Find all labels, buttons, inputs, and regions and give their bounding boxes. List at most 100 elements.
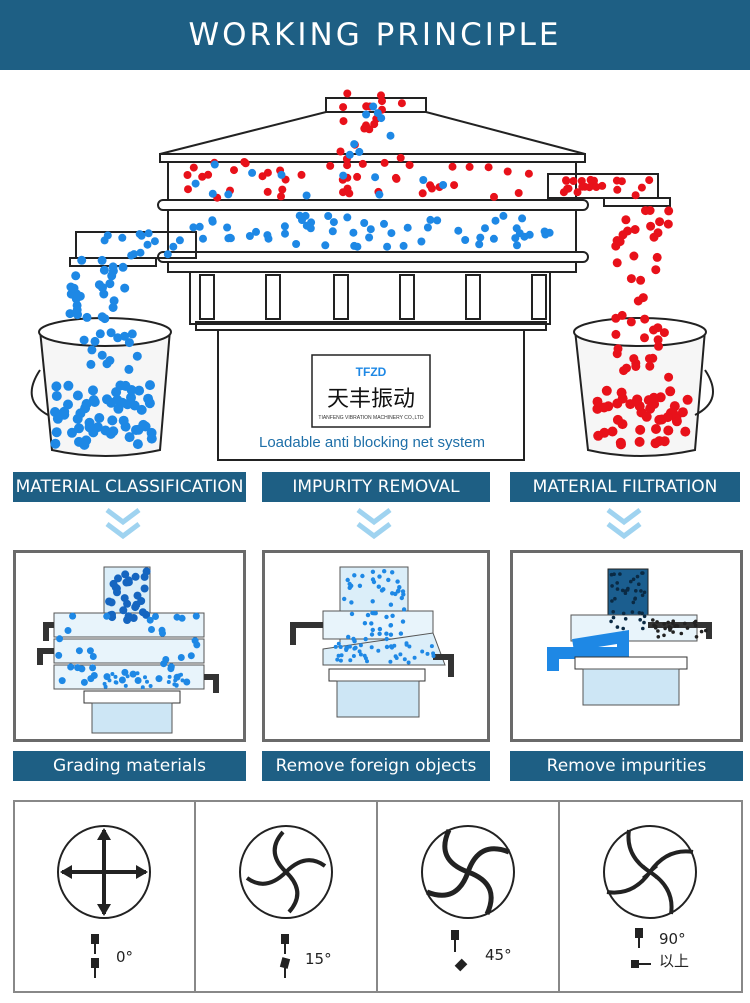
page-title: WORKING PRINCIPLE — [188, 17, 562, 53]
particle — [651, 424, 661, 434]
particle — [412, 655, 417, 660]
particle — [641, 571, 645, 575]
particle — [87, 675, 95, 683]
particle — [145, 380, 155, 391]
particle — [623, 617, 628, 621]
particle — [400, 619, 406, 624]
particle — [132, 439, 143, 450]
particle — [659, 436, 670, 447]
particle — [417, 237, 426, 246]
particle — [476, 233, 485, 242]
particle — [150, 237, 159, 246]
particle — [360, 219, 369, 227]
particle — [406, 660, 411, 665]
particle — [637, 183, 646, 192]
particle — [607, 426, 618, 437]
particle — [133, 424, 144, 435]
particle — [615, 581, 619, 585]
particle — [642, 614, 647, 619]
particle — [118, 415, 129, 426]
particle — [339, 171, 348, 180]
particle — [388, 659, 393, 664]
particle — [656, 635, 661, 639]
particle — [674, 623, 679, 628]
particle — [629, 251, 639, 261]
particle — [431, 651, 436, 656]
particle — [651, 265, 661, 275]
particle — [352, 639, 357, 644]
brand-name: 天丰振动 — [327, 387, 415, 412]
particle — [65, 309, 75, 319]
particle — [592, 396, 603, 407]
particle — [103, 612, 111, 620]
particle — [392, 174, 401, 183]
particle — [393, 654, 398, 659]
particle — [94, 280, 104, 290]
caption-label: Remove foreign objects — [275, 756, 477, 776]
particle — [69, 612, 77, 620]
particle — [344, 648, 349, 652]
particle — [578, 182, 587, 191]
particle — [263, 187, 272, 196]
particle — [397, 99, 406, 108]
filtration-diagram — [547, 568, 712, 706]
particle — [113, 588, 121, 597]
particle — [89, 653, 97, 660]
particle — [448, 162, 457, 171]
particle — [489, 234, 498, 243]
particle — [108, 613, 117, 622]
particle — [180, 678, 185, 683]
particle — [82, 312, 92, 322]
particle — [208, 217, 217, 226]
particle — [72, 390, 83, 401]
particle — [631, 600, 636, 605]
particle — [326, 161, 335, 170]
particle — [302, 191, 311, 200]
particle — [177, 654, 185, 661]
vibrating-screen-diagram: TFZD 天丰振动 TIANFENG VIBRATION MACHINERY C… — [30, 89, 714, 461]
particle — [641, 206, 650, 216]
particle — [541, 230, 550, 239]
particle — [125, 674, 130, 679]
particle — [631, 577, 636, 582]
particle — [667, 626, 672, 631]
particle — [621, 626, 625, 631]
particle — [95, 329, 105, 339]
particle — [380, 158, 389, 167]
particle — [503, 167, 512, 176]
particle — [611, 610, 615, 614]
particle — [664, 206, 674, 216]
particle — [612, 572, 616, 576]
particle — [77, 255, 87, 265]
particle — [491, 216, 500, 225]
particle — [645, 176, 654, 185]
particle — [398, 631, 404, 636]
particle — [662, 412, 673, 423]
particle — [131, 672, 136, 677]
particle — [397, 585, 402, 590]
caption-grading: Grading materials — [13, 751, 246, 781]
particle — [97, 255, 107, 265]
particle — [631, 191, 640, 200]
particle — [663, 219, 673, 229]
title-banner: WORKING PRINCIPLE — [0, 0, 750, 70]
particle — [401, 607, 407, 612]
particle — [655, 217, 665, 227]
particle — [64, 627, 72, 634]
particle — [124, 338, 134, 348]
particle — [109, 579, 118, 588]
particle — [78, 665, 86, 673]
particle — [352, 573, 357, 578]
particle — [105, 279, 115, 289]
angle-label: 0° — [116, 948, 134, 966]
particle — [349, 228, 358, 237]
particle — [630, 225, 640, 234]
particle — [419, 176, 428, 184]
particle — [610, 584, 614, 588]
tag-impurity-removal: IMPURITY REMOVAL — [262, 472, 490, 502]
angle-label: 15° — [305, 950, 332, 968]
particle — [615, 587, 620, 591]
particle — [148, 684, 153, 688]
particle — [613, 185, 622, 194]
particle — [138, 608, 147, 617]
